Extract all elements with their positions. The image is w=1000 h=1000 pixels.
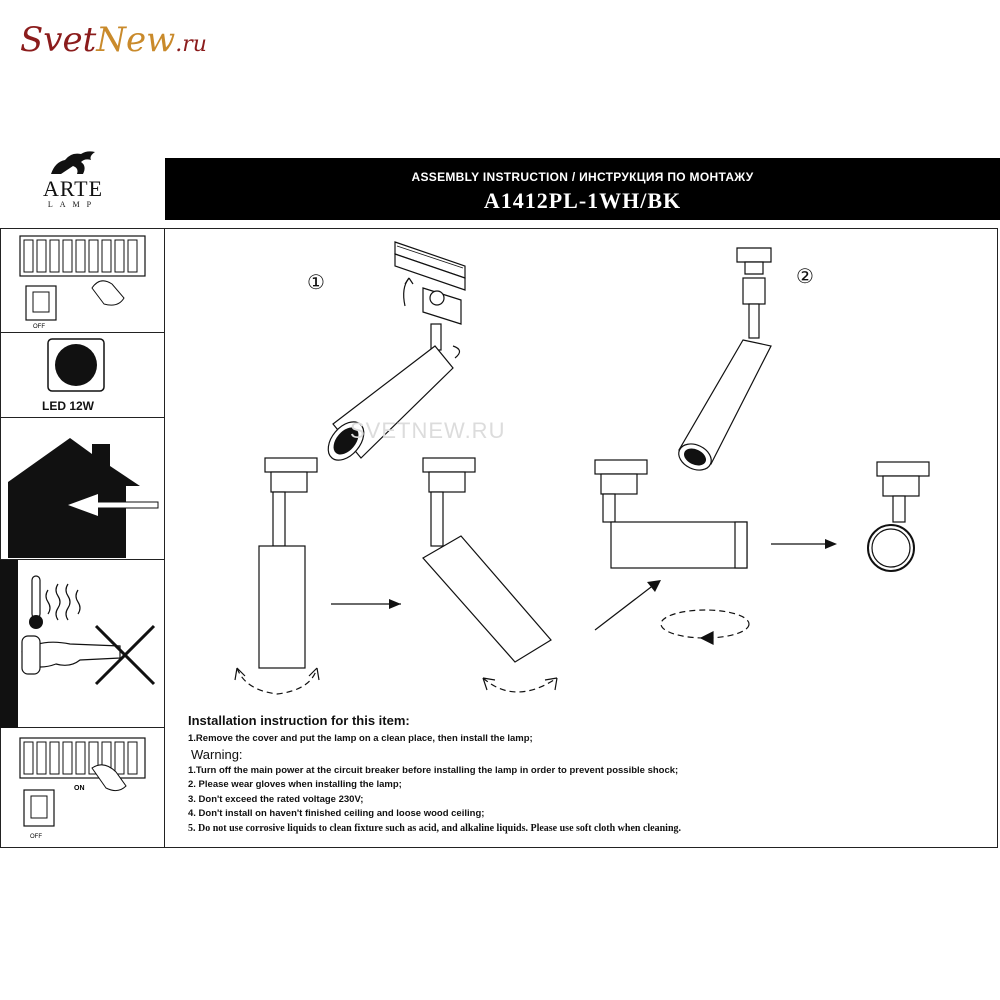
brand-name: ARTE	[42, 176, 104, 201]
switch-on-text: ON	[74, 785, 85, 792]
panel-breaker-on: ON OFF	[0, 728, 165, 848]
warning-heading: Warning:	[191, 747, 243, 762]
instruction-frame	[0, 228, 998, 848]
lamp-horizontal	[594, 459, 750, 645]
svetnew-logo: SvetNew.ru	[20, 20, 280, 80]
assembly-diagram	[234, 241, 930, 695]
icon-column: OFF LED 12W	[0, 228, 165, 848]
brand-sub: LAMP	[47, 200, 99, 209]
center-watermark: SVETNEW.RU	[350, 418, 506, 443]
lamp-tilted	[422, 457, 558, 693]
warning-2: 2. Please wear gloves when installing th…	[188, 779, 402, 790]
logo-part-svet: Svet	[20, 20, 97, 60]
hot-no-touch-icon	[0, 560, 156, 728]
warning-3: 3. Don't exceed the rated voltage 230V;	[188, 793, 364, 805]
warning-4: 4. Don't install on haven't finished cei…	[188, 808, 485, 819]
warning-5: 5. Do not use corrosive liquids to clean…	[188, 822, 682, 834]
breaker-off-icon: OFF	[19, 235, 146, 330]
step-number-2: ②	[796, 264, 814, 288]
griffin-icon	[51, 151, 95, 174]
panel-breaker-off: OFF	[0, 228, 165, 333]
switch-off-text: OFF	[33, 324, 45, 330]
header-subtitle: ASSEMBLY INSTRUCTION / ИНСТРУКЦИЯ ПО МОН…	[411, 170, 754, 184]
house-indoor-icon	[8, 438, 159, 558]
warning-1: 1.Turn off the main power at the circuit…	[188, 764, 679, 776]
arte-lamp-logo: ARTE LAMP	[28, 148, 118, 223]
lamp-vertical	[234, 457, 320, 695]
led-power-label: LED 12W	[42, 399, 95, 413]
panel-led: LED 12W	[0, 333, 165, 418]
panel-indoor	[0, 418, 165, 560]
instruction-heading: Installation instruction for this item:	[188, 713, 410, 728]
switch-off-text-2: OFF	[30, 834, 42, 840]
logo-part-ru: .ru	[175, 32, 207, 57]
panel-hot-warning	[0, 560, 165, 728]
breaker-on-icon: ON OFF	[19, 737, 146, 840]
model-number: A1412PL-1WH/BK	[483, 188, 682, 213]
led-chip-icon	[47, 338, 105, 392]
step-number-1: ①	[307, 270, 325, 294]
header-bar: ASSEMBLY INSTRUCTION / ИНСТРУКЦИЯ ПО МОН…	[165, 158, 1000, 220]
logo-part-new: New	[96, 20, 176, 60]
instruction-step-1: 1.Remove the cover and put the lamp on a…	[188, 732, 533, 744]
step2-drawing	[678, 247, 772, 471]
instruction-text: Installation instruction for this item: …	[188, 713, 988, 836]
step1-drawing	[327, 241, 466, 461]
lamp-front-view	[867, 461, 930, 572]
